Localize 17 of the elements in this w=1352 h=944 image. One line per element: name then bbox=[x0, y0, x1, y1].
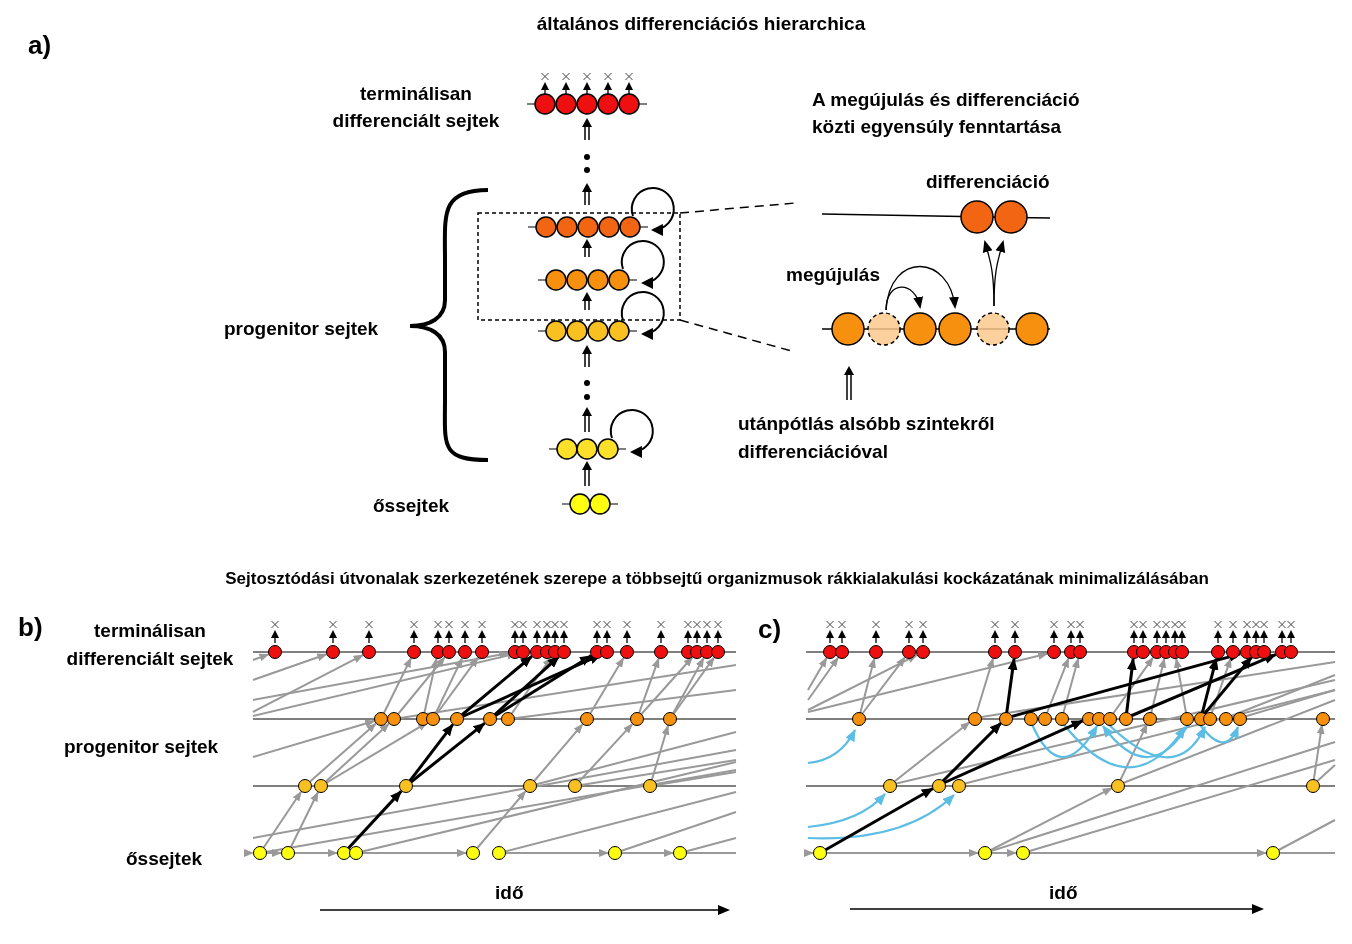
axis-label: idő bbox=[1049, 881, 1078, 905]
level-label: őssejtek bbox=[126, 847, 203, 871]
level-label: terminálisan differenciált sejtek bbox=[65, 619, 235, 671]
level-label: progenitor sejtek bbox=[224, 317, 379, 341]
section-heading: Sejtosztódási útvonalak szerkezetének szerepe a többsejtű organizmusok rákkialakulási kockázatának minimalizálásában bbox=[224, 568, 1210, 590]
axis-label: idő bbox=[495, 881, 524, 905]
level-label: megújulás bbox=[786, 263, 880, 287]
level-label: őssejtek bbox=[373, 494, 450, 518]
level-label: terminálisan differenciált sejtek bbox=[331, 82, 501, 133]
diagram-title: általános differenciációs hierarchica bbox=[535, 12, 867, 36]
panel-label: b) bbox=[18, 611, 43, 644]
level-label: A megújulás és differenciáció közti egyensúly fenntartása bbox=[812, 88, 1081, 139]
panel-label: c) bbox=[758, 613, 782, 646]
level-label: differenciáció bbox=[926, 170, 1050, 194]
panel-label: a) bbox=[28, 29, 52, 62]
level-label: utánpótlás alsóbb szintekről differenciációval bbox=[738, 412, 996, 464]
level-label: progenitor sejtek bbox=[64, 735, 219, 759]
